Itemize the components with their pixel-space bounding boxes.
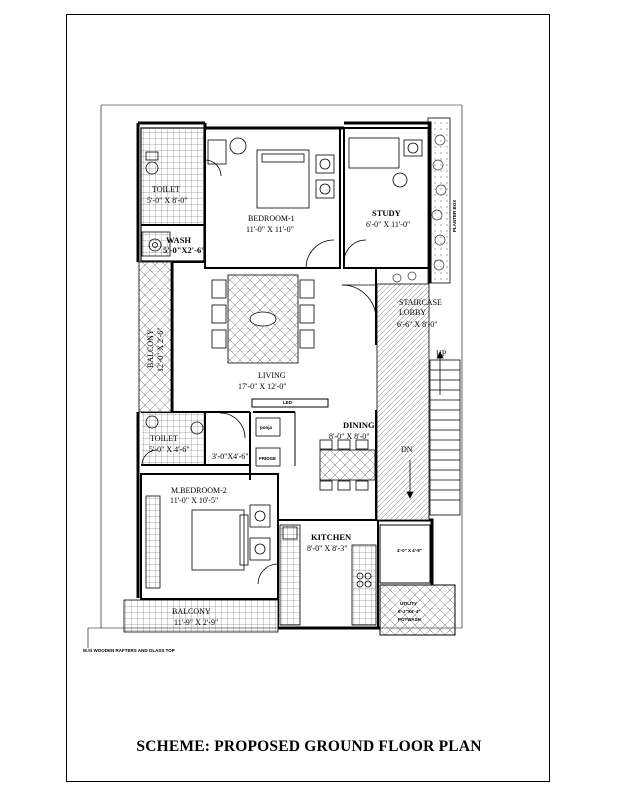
utility-size: 6'-2"X4'-4" [398,609,420,614]
led-label: LED [283,400,293,405]
potwash-label: POTWASH [398,617,421,622]
dining-size: 8'-0" X 8'-0" [329,432,370,441]
balcony-2-size: 11'-9" X 2'-9" [174,618,218,627]
drawing-frame [66,14,550,782]
pooja-label: pooja [260,425,272,430]
staircase [341,284,461,516]
toilet-1-size: 5'-0" X 8'-0" [147,196,188,205]
study-size: 6'-0" X 11'-0" [366,220,410,229]
store [379,524,431,584]
living-size: 17'-0" X 12'-0" [238,382,287,391]
balcony-1-floor [138,261,172,413]
dimension-lines [87,104,463,648]
dining-table-icon [211,274,315,364]
bed-1-icon [207,137,335,269]
toilet-2-label: TOILET [150,434,178,443]
staircase-lobby-floor [376,283,430,521]
m-bedroom-2-size: 11'-0" X 10'-5" [170,496,218,505]
living-label: LIVING [258,371,286,380]
toilet-1-floor [142,129,203,224]
kitchen-counter [279,524,377,626]
toilet-2-size: 5'-0" X 4'-6" [149,445,190,454]
wc-icon [145,151,222,177]
bedroom-1-size: 11'-0" X 11'-0" [246,225,294,234]
pooja-fridge [255,417,281,467]
balcony-1-label: BALCONY [146,329,155,368]
interior-walls [140,127,430,628]
utility-label: UTILITY [400,601,417,606]
dining-label: DINING [343,420,375,430]
bed-2-icon [145,495,279,589]
staircase-lobby-size: 6'-6" X 8'-0" [397,320,438,329]
dn-label: DN [401,445,413,454]
kitchen-size: 8'-0" X 8'-3" [307,544,348,553]
wash-label: WASH [166,235,191,245]
staircase-label: STAIRCASE [399,298,442,307]
bedroom-1-label: BEDROOM-1 [248,214,295,223]
study-bed-icon [343,137,423,263]
toilet-1-label: TOILET [152,185,180,194]
dining-set-icon [319,439,376,491]
planter-box [392,117,451,284]
m-bedroom-2-label: M.BEDROOM-2 [171,486,227,495]
fridge-label: FRIDGE [259,456,276,461]
store-size: 4'-0" X 4'-9" [397,548,422,553]
rafters-annotation: M.S/ WOODEN RAFTERS AND GLASS TOP [83,648,175,653]
led-tv [251,398,329,408]
study-label: STUDY [372,208,401,218]
passage-size: 3'-0"X4'-6" [212,452,249,461]
balcony-1-size: 12'-0" X 2'-6" [156,327,165,372]
planter-box-label: PLANTER BOX [452,200,457,232]
plan-title: SCHEME: PROPOSED GROUND FLOOR PLAN [136,738,482,755]
balcony-2-floor [123,599,279,633]
up-label: UP [436,349,447,358]
wash-basin-icon [141,231,171,257]
lobby-label: LOBBY [399,308,426,317]
utility-floor [379,584,456,636]
kitchen-label: KITCHEN [311,532,352,542]
wash-size: 5'-0"X2'-6" [163,245,206,255]
balcony-2-label: BALCONY [172,607,211,616]
toilet-2-fixtures [141,412,246,466]
toilet-2-floor [142,413,204,464]
